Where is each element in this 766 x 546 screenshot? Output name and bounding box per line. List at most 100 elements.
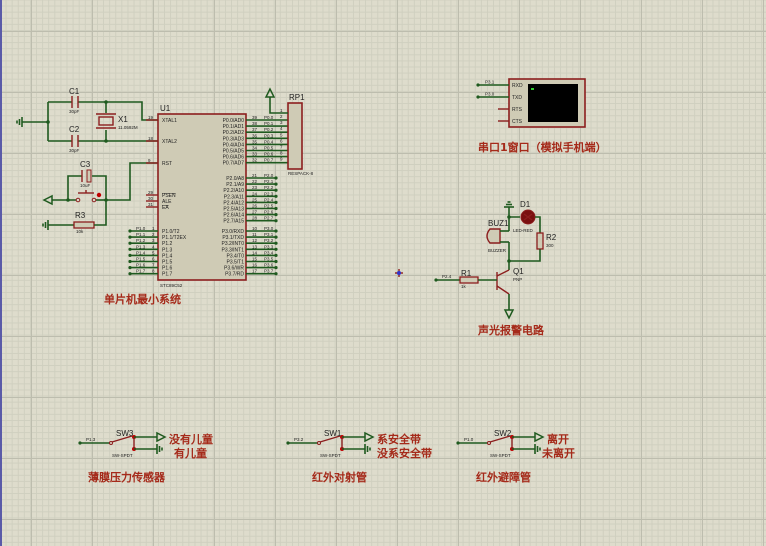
c2-ref: C2 — [69, 125, 80, 134]
pin-number: 15 — [252, 257, 258, 262]
net-label: P3.1 — [485, 80, 495, 85]
net-label: P3.2 — [264, 238, 274, 243]
ground-icon — [504, 201, 514, 208]
pin-name: P2.2/A10 — [223, 188, 244, 194]
net-label: P0.7 — [264, 158, 274, 163]
net-terminal — [128, 241, 132, 245]
pin-name: XTAL2 — [162, 139, 177, 145]
transistor-emitter — [496, 285, 510, 295]
junction-dot — [66, 198, 70, 202]
r3-value: 10k — [76, 229, 84, 234]
pin-number: 13 — [252, 244, 258, 249]
switch-contact — [487, 441, 491, 445]
junction-dot — [46, 120, 50, 124]
wire — [508, 207, 520, 218]
net-label: P0.2 — [264, 127, 274, 132]
pin-number: 12 — [252, 238, 258, 243]
net-label: P1.4 — [136, 250, 146, 255]
switch-on-label: 离开 — [547, 432, 569, 446]
net-terminal — [476, 95, 480, 99]
mcu-u1: U1STC89C5219XTAL118XTAL29RST29PSEN30ALE3… — [104, 104, 288, 306]
rp1-ref: RP1 — [289, 93, 305, 102]
x1-value: 11.0592M — [118, 125, 138, 130]
pin-name: P0.5/AD5 — [223, 149, 245, 155]
q1-ref: Q1 — [513, 267, 524, 276]
net-label: P3.0 — [485, 92, 495, 97]
pin-number: 6 — [280, 138, 283, 143]
pin-name: P3.3/INT1 — [221, 247, 244, 253]
pin-number: 4 — [152, 244, 155, 249]
junction-dot — [507, 215, 511, 219]
net-label: P1.2 — [136, 238, 146, 243]
r3-body — [73, 221, 95, 229]
wire — [509, 249, 541, 262]
c3-value: 10uF — [80, 183, 91, 188]
switch-ref: SW1 — [324, 429, 342, 438]
net-terminal — [128, 259, 132, 264]
ground-icon — [534, 444, 541, 454]
net-terminal — [128, 235, 132, 239]
net-terminal — [274, 266, 278, 270]
ground-icon — [364, 444, 371, 454]
pin-number: 19 — [148, 115, 154, 120]
pin-number: 21 — [252, 173, 258, 178]
c2-value: 30pF — [69, 148, 80, 153]
pin-name: P1.0/T2 — [162, 229, 180, 235]
pin-name: P0.0/AD0 — [223, 118, 245, 124]
net-label: P3.3 — [264, 244, 274, 249]
net-label: P0.1 — [264, 121, 274, 126]
capacitor-plate — [86, 169, 92, 183]
net-terminal — [274, 272, 278, 276]
pin-number: 26 — [252, 204, 258, 209]
r2-ref: R2 — [546, 233, 557, 242]
transistor-collector — [496, 269, 510, 277]
pin-name: P2.7/A15 — [223, 219, 244, 225]
r3-ref: R3 — [75, 211, 86, 220]
pin-name: P0.2/AD2 — [223, 130, 245, 136]
net-label: P1.7 — [136, 269, 146, 274]
net-terminal — [274, 188, 278, 192]
pin-name: EA — [162, 205, 169, 211]
pin-name: CTS — [512, 119, 523, 125]
net-label: P1.0 — [136, 226, 146, 231]
pin-name: P0.1/AD1 — [223, 124, 245, 130]
pin-number: 32 — [252, 158, 258, 163]
wire — [94, 200, 107, 226]
pin-number: 3 — [152, 238, 155, 243]
net-terminal — [274, 200, 278, 204]
net-terminal — [128, 229, 132, 233]
net-terminal — [128, 253, 132, 257]
net-terminal — [274, 213, 278, 217]
d1-value: LED-RED — [513, 228, 534, 233]
pin-number: 35 — [252, 139, 258, 144]
button-indicator — [96, 192, 102, 198]
switch-ref: SW2 — [494, 429, 512, 438]
net-terminal — [128, 266, 132, 270]
net-label: P0.3 — [264, 133, 274, 138]
uart-section-label: 串口1窗口（模拟手机端） — [478, 140, 607, 154]
ground-icon — [42, 220, 49, 230]
net-terminal — [434, 278, 438, 282]
net-terminal — [286, 441, 290, 445]
pin-name: XTAL1 — [162, 118, 177, 124]
pin-name: P1.3 — [162, 247, 173, 253]
buz1-value: BUZZER — [488, 248, 507, 253]
pin-number: 25 — [252, 197, 258, 202]
pin-name: P0.3/AD3 — [223, 136, 245, 142]
pin-name: P1.1/T2EX — [162, 235, 187, 241]
c3-ref: C3 — [80, 160, 91, 169]
net-terminal — [274, 259, 278, 264]
pin-number: 2 — [280, 114, 283, 119]
switch-on-label: 系安全带 — [377, 432, 421, 446]
pin-number: 8 — [280, 151, 283, 156]
switch-value: SW-SPDT — [112, 453, 133, 458]
pin-name: P2.6/A14 — [223, 213, 244, 219]
pin-number: 6 — [152, 257, 155, 262]
pin-name: RXD — [512, 83, 523, 89]
